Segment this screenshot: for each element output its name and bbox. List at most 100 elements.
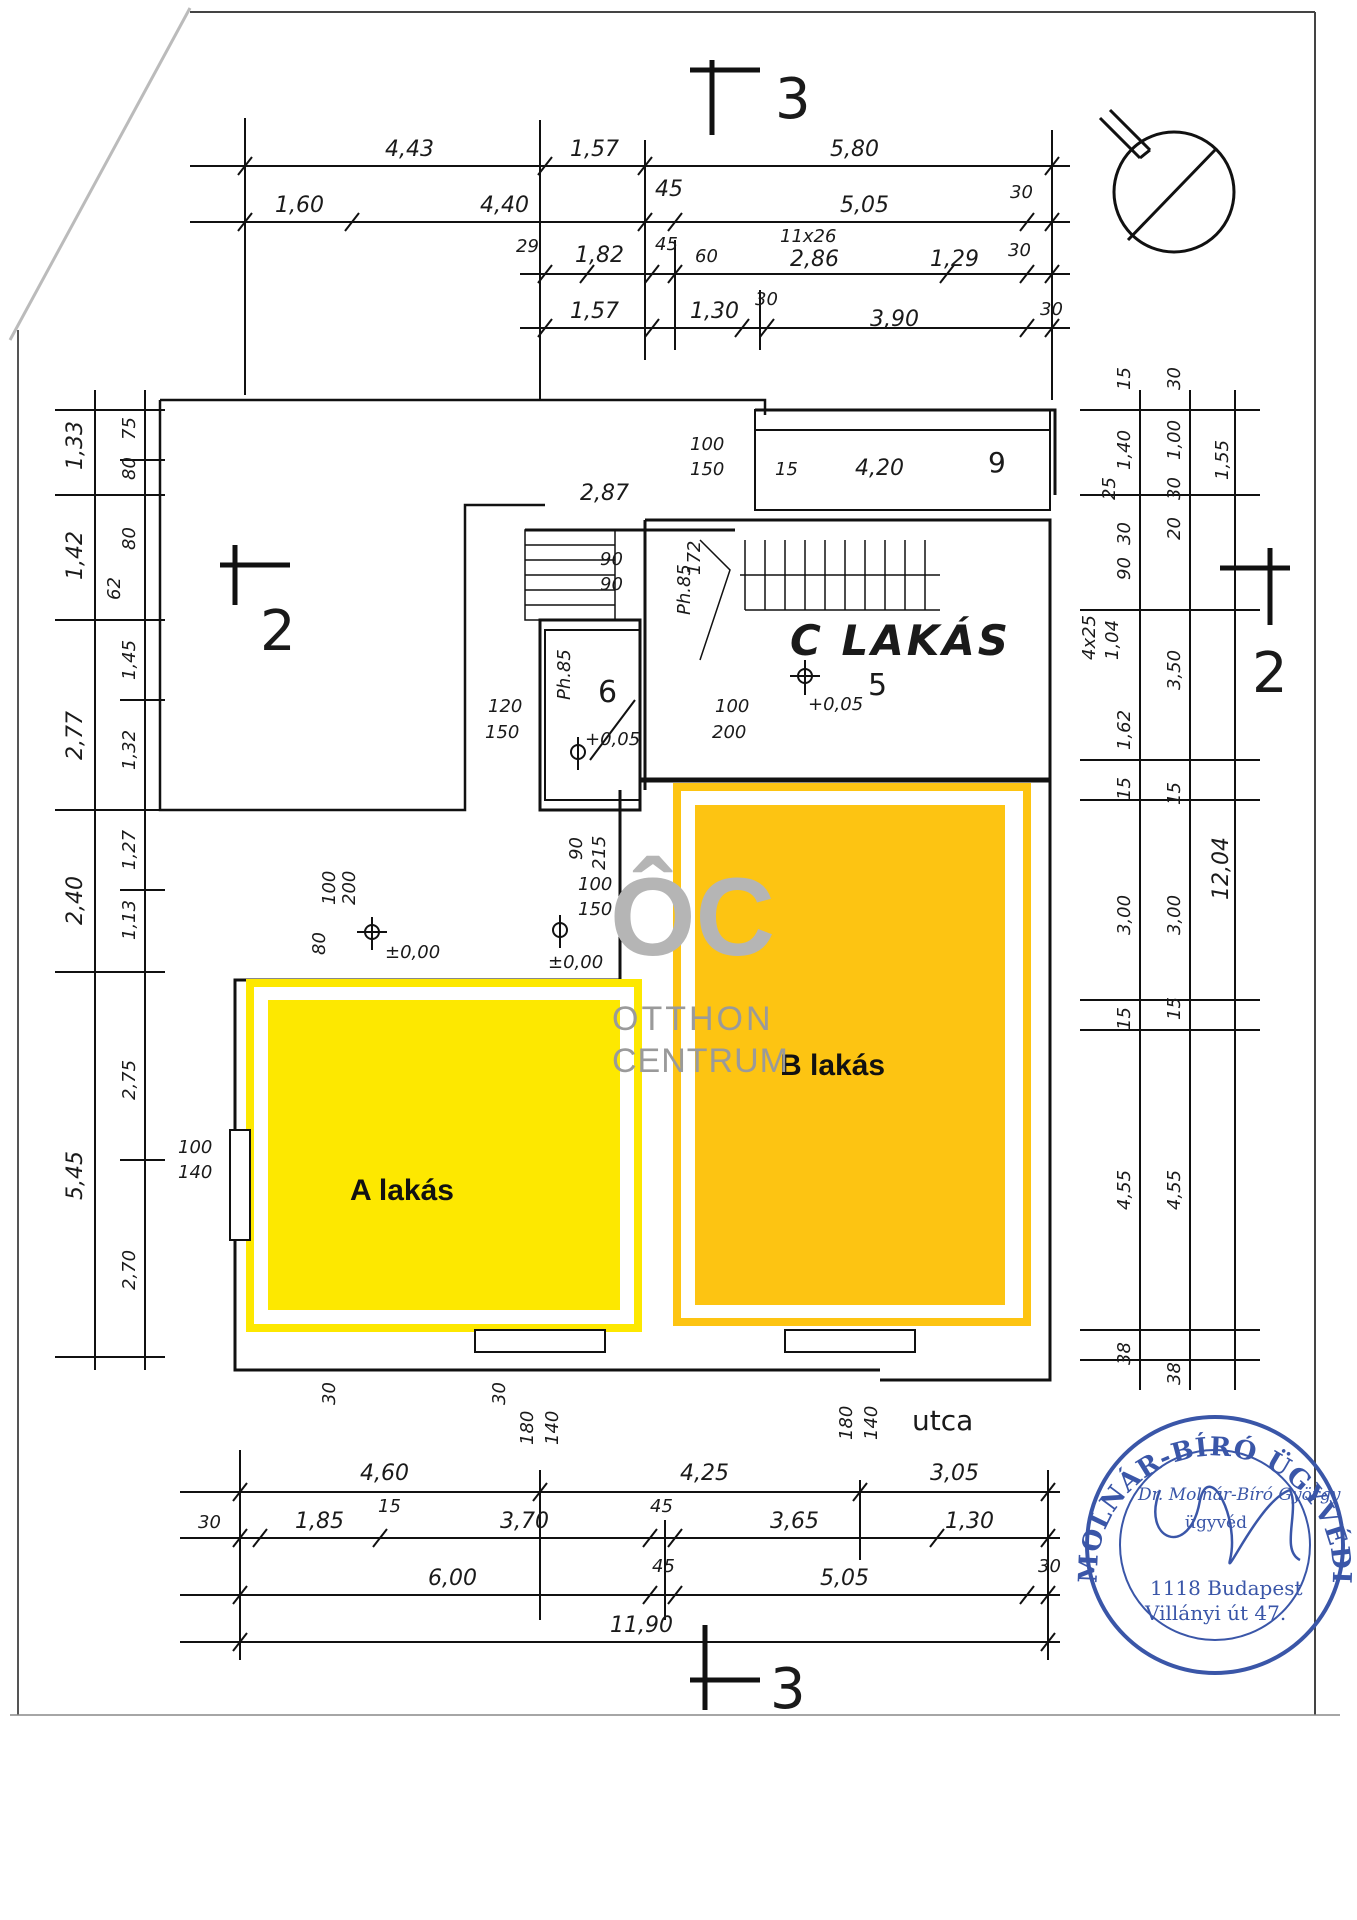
- dim-text: 4,60: [360, 1461, 409, 1486]
- dim-text: 1,55: [1212, 440, 1233, 480]
- dim-text: 2,86: [790, 247, 839, 272]
- room-number-5: 5: [868, 668, 887, 703]
- room-number-9: 9: [988, 446, 1006, 479]
- otthon-centrum-logo: ÔC OTTHON CENTRUM: [610, 856, 789, 1080]
- dim-text: 1,29: [930, 247, 979, 272]
- apartment-b: B lakás: [673, 783, 1031, 1326]
- dim-text: 1,04: [1102, 620, 1123, 660]
- dim-text: 215: [589, 836, 610, 870]
- dim-text: 180: [517, 1411, 538, 1445]
- svg-text:ÔC: ÔC: [610, 856, 775, 979]
- left-dimension-lines: [55, 390, 165, 1370]
- dim-text: 3,05: [930, 1461, 979, 1486]
- dim-text: 3,00: [1114, 895, 1135, 935]
- stamp-city: 1118 Budapest: [1150, 1576, 1303, 1600]
- dim-text: 15: [1114, 367, 1135, 390]
- dim-text: 140: [178, 1162, 212, 1183]
- dim-text: 45: [650, 1496, 673, 1517]
- dim-text: 45: [655, 177, 683, 202]
- street-label: utca: [912, 1404, 973, 1437]
- dim-text: 3,00: [1164, 895, 1185, 935]
- dim-text: 5,05: [840, 193, 889, 218]
- dim-text: 200: [712, 722, 746, 743]
- dim-text: 1,32: [119, 730, 140, 770]
- room-number-6: 6: [598, 675, 617, 710]
- dim-text: 1,00: [1164, 420, 1185, 460]
- dim-text: 100: [178, 1137, 212, 1158]
- dim-text: 30: [1164, 477, 1185, 500]
- dim-text: 150: [690, 459, 724, 480]
- dim-text: 15: [1114, 1007, 1135, 1030]
- section-mark-2-right: [1220, 548, 1290, 625]
- logo-line2: CENTRUM: [612, 1042, 789, 1080]
- dim-text: 1,57: [570, 299, 619, 324]
- dim-text: 100: [690, 434, 724, 455]
- top-dimension-lines: [190, 118, 1070, 400]
- dim-text: 3,90: [870, 307, 919, 332]
- dim-text: 1,45: [119, 640, 140, 680]
- dim-text: 100: [578, 874, 612, 895]
- dim-text: 140: [542, 1411, 563, 1445]
- scan-fold: [8, 7, 192, 341]
- dim-text: 4,40: [480, 193, 529, 218]
- dim-text: 1,60: [275, 193, 324, 218]
- dim-text: 30: [489, 1382, 510, 1405]
- dim-text: 1,57: [570, 137, 619, 162]
- dim-text: 1,40: [1114, 430, 1135, 470]
- dim-text: 5,80: [830, 137, 879, 162]
- stamp-street: Villányi út 47.: [1144, 1601, 1286, 1625]
- dim-text: Ph.85: [674, 564, 695, 615]
- dim-text: 4,55: [1114, 1170, 1135, 1210]
- room-c-label: C LAKÁS: [790, 615, 1011, 665]
- bottom-dimension-lines: [180, 1450, 1060, 1660]
- dim-text: 75: [119, 417, 140, 440]
- dim-text: 4,43: [385, 137, 434, 162]
- dim-text: 15: [1164, 782, 1185, 805]
- dim-text: Ph.85: [554, 649, 575, 700]
- section-label-3-bottom: 3: [770, 1657, 806, 1722]
- window-icon: [229, 1129, 916, 1353]
- dim-text: 90: [566, 837, 587, 860]
- dim-text: 2,87: [580, 481, 629, 506]
- dim-text: 4,20: [855, 456, 904, 481]
- dim-text: 80: [119, 457, 140, 480]
- logo-line1: OTTHON: [612, 1000, 774, 1038]
- dim-text: 5,05: [820, 1566, 869, 1591]
- dim-text: 11x26: [780, 226, 836, 247]
- dim-text: 2,75: [119, 1060, 140, 1100]
- dim-text: 2,77: [63, 711, 88, 760]
- dim-text: 4,55: [1164, 1170, 1185, 1210]
- dim-text: 120: [488, 696, 522, 717]
- top-dimension-ticks: [237, 156, 1060, 338]
- section-mark-3-bottom: [690, 1625, 760, 1710]
- dim-text: 38: [1164, 1362, 1185, 1385]
- dim-text: 150: [485, 722, 519, 743]
- dim-text: 4,25: [680, 1461, 729, 1486]
- dim-text: 3,65: [770, 1509, 819, 1534]
- dim-text: 30: [1008, 240, 1031, 261]
- dim-text: 140: [861, 1406, 882, 1440]
- staircase: [524, 529, 940, 661]
- section-label-2-right: 2: [1252, 641, 1288, 706]
- dim-text: 29: [516, 236, 539, 257]
- dim-text: 30: [1114, 522, 1135, 545]
- dim-text: 1,27: [119, 829, 140, 870]
- level-text: +0,05: [585, 729, 640, 750]
- dim-text: 60: [695, 246, 718, 267]
- dim-text: 90: [1114, 557, 1135, 580]
- dim-text: 25: [1099, 477, 1120, 500]
- apartment-a-label: A lakás: [350, 1174, 454, 1207]
- dim-text: 30: [1040, 299, 1063, 320]
- dim-text: 180: [836, 1406, 857, 1440]
- dim-text: 3,50: [1164, 650, 1185, 690]
- dim-text: 1,85: [295, 1509, 344, 1534]
- dim-text: 15: [775, 459, 798, 480]
- signature: [1154, 1485, 1301, 1565]
- dim-text: 45: [652, 1556, 675, 1577]
- dim-text: 30: [1010, 182, 1033, 203]
- dim-text: 1,30: [690, 299, 739, 324]
- dim-text: 12,04: [1209, 837, 1234, 900]
- bottom-dimension-ticks: [232, 1482, 1056, 1652]
